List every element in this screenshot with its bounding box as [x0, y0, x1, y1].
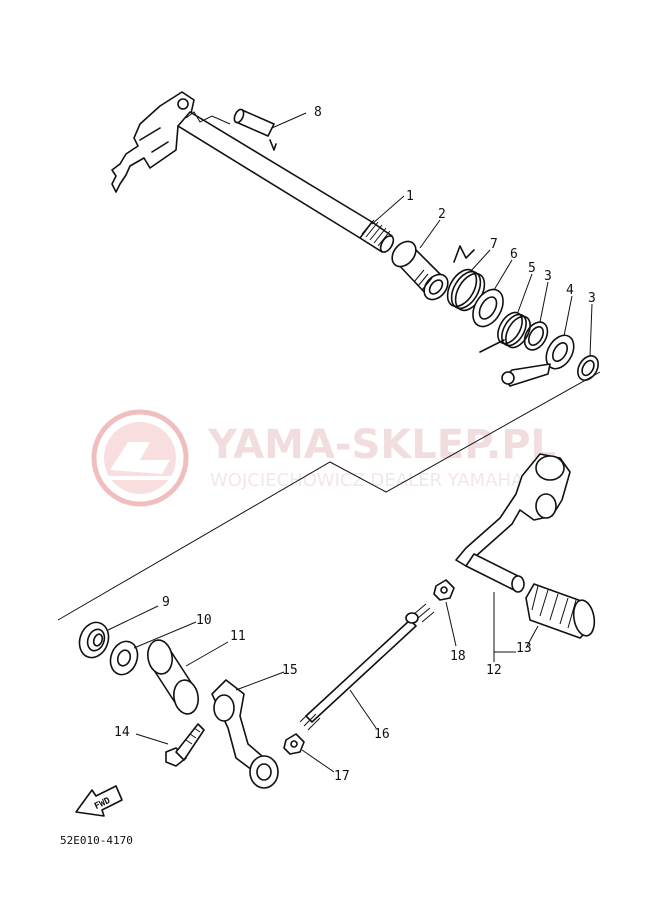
part-12-shift-pedal	[455, 453, 571, 593]
label-part-3-a: 3	[544, 269, 552, 284]
leader-8	[271, 112, 307, 129]
leader-3b	[589, 303, 593, 357]
part-10-washer	[109, 640, 139, 676]
leader-7	[469, 249, 491, 273]
label-part-10: 10	[196, 613, 212, 628]
label-part-11: 11	[230, 629, 246, 644]
part-4-arm	[501, 334, 575, 387]
part-3-circlip-b	[577, 355, 599, 381]
label-part-16: 16	[374, 727, 390, 742]
leader-9	[107, 605, 159, 631]
watermark: YAMA-SKLEP.PL WOJCIECHOWICZ DEALER YAMAH…	[91, 409, 556, 507]
leader-14	[135, 733, 169, 745]
part-18-nut	[433, 579, 455, 601]
part-14-bolt	[165, 723, 205, 767]
label-part-4: 4	[566, 283, 574, 298]
leader-5	[517, 273, 533, 313]
label-part-2: 2	[438, 207, 446, 222]
part-1-shift-shaft	[111, 91, 395, 253]
part-16-tie-rod	[299, 603, 435, 731]
part-6-washer	[472, 288, 504, 328]
leader-12	[493, 592, 516, 662]
label-part-12: 12	[486, 663, 502, 678]
leader-4	[563, 295, 573, 337]
label-part-7: 7	[490, 237, 498, 252]
part-11-bushing	[147, 639, 199, 715]
part-2-collar	[391, 240, 449, 301]
fwd-arrow-icon: FWD	[75, 785, 123, 817]
leader-3a	[539, 281, 549, 323]
watermark-logo	[91, 409, 189, 507]
leader-1	[371, 195, 405, 225]
label-part-18: 18	[450, 649, 466, 664]
leader-16	[349, 689, 377, 729]
part-3-circlip-a	[523, 321, 549, 351]
part-5-torsion-spring	[479, 311, 531, 353]
part-9-oil-seal	[78, 621, 110, 659]
assembly-reference-line	[57, 371, 601, 621]
label-part-14: 14	[114, 725, 130, 740]
label-part-9: 9	[162, 595, 170, 610]
label-part-17: 17	[334, 769, 350, 784]
part-15-link-arm	[211, 679, 279, 789]
leader-17	[301, 749, 335, 773]
label-part-3-b: 3	[588, 291, 596, 306]
leader-6	[493, 259, 513, 291]
label-part-1: 1	[406, 189, 414, 204]
leader-2	[419, 219, 441, 249]
leader-10	[133, 621, 197, 649]
diagram-code: 52E010-4170	[60, 834, 133, 847]
label-part-8: 8	[314, 105, 322, 120]
part-7-spring	[446, 245, 486, 312]
part-17-nut	[283, 733, 305, 755]
part-13-rubber	[525, 583, 596, 639]
part-8-pin	[233, 108, 277, 151]
label-part-15: 15	[282, 663, 298, 678]
leader-18	[445, 601, 457, 647]
leader-11	[185, 641, 229, 667]
watermark-title: YAMA-SKLEP.PL	[207, 422, 556, 468]
watermark-subtitle: WOJCIECHOWICZ DEALER YAMAHA	[210, 470, 524, 491]
label-part-6: 6	[510, 247, 518, 262]
label-part-13: 13	[516, 641, 532, 656]
leader-15	[235, 671, 285, 691]
leader-13	[525, 625, 539, 649]
leader-8-ref	[185, 111, 231, 125]
label-part-5: 5	[528, 261, 536, 276]
